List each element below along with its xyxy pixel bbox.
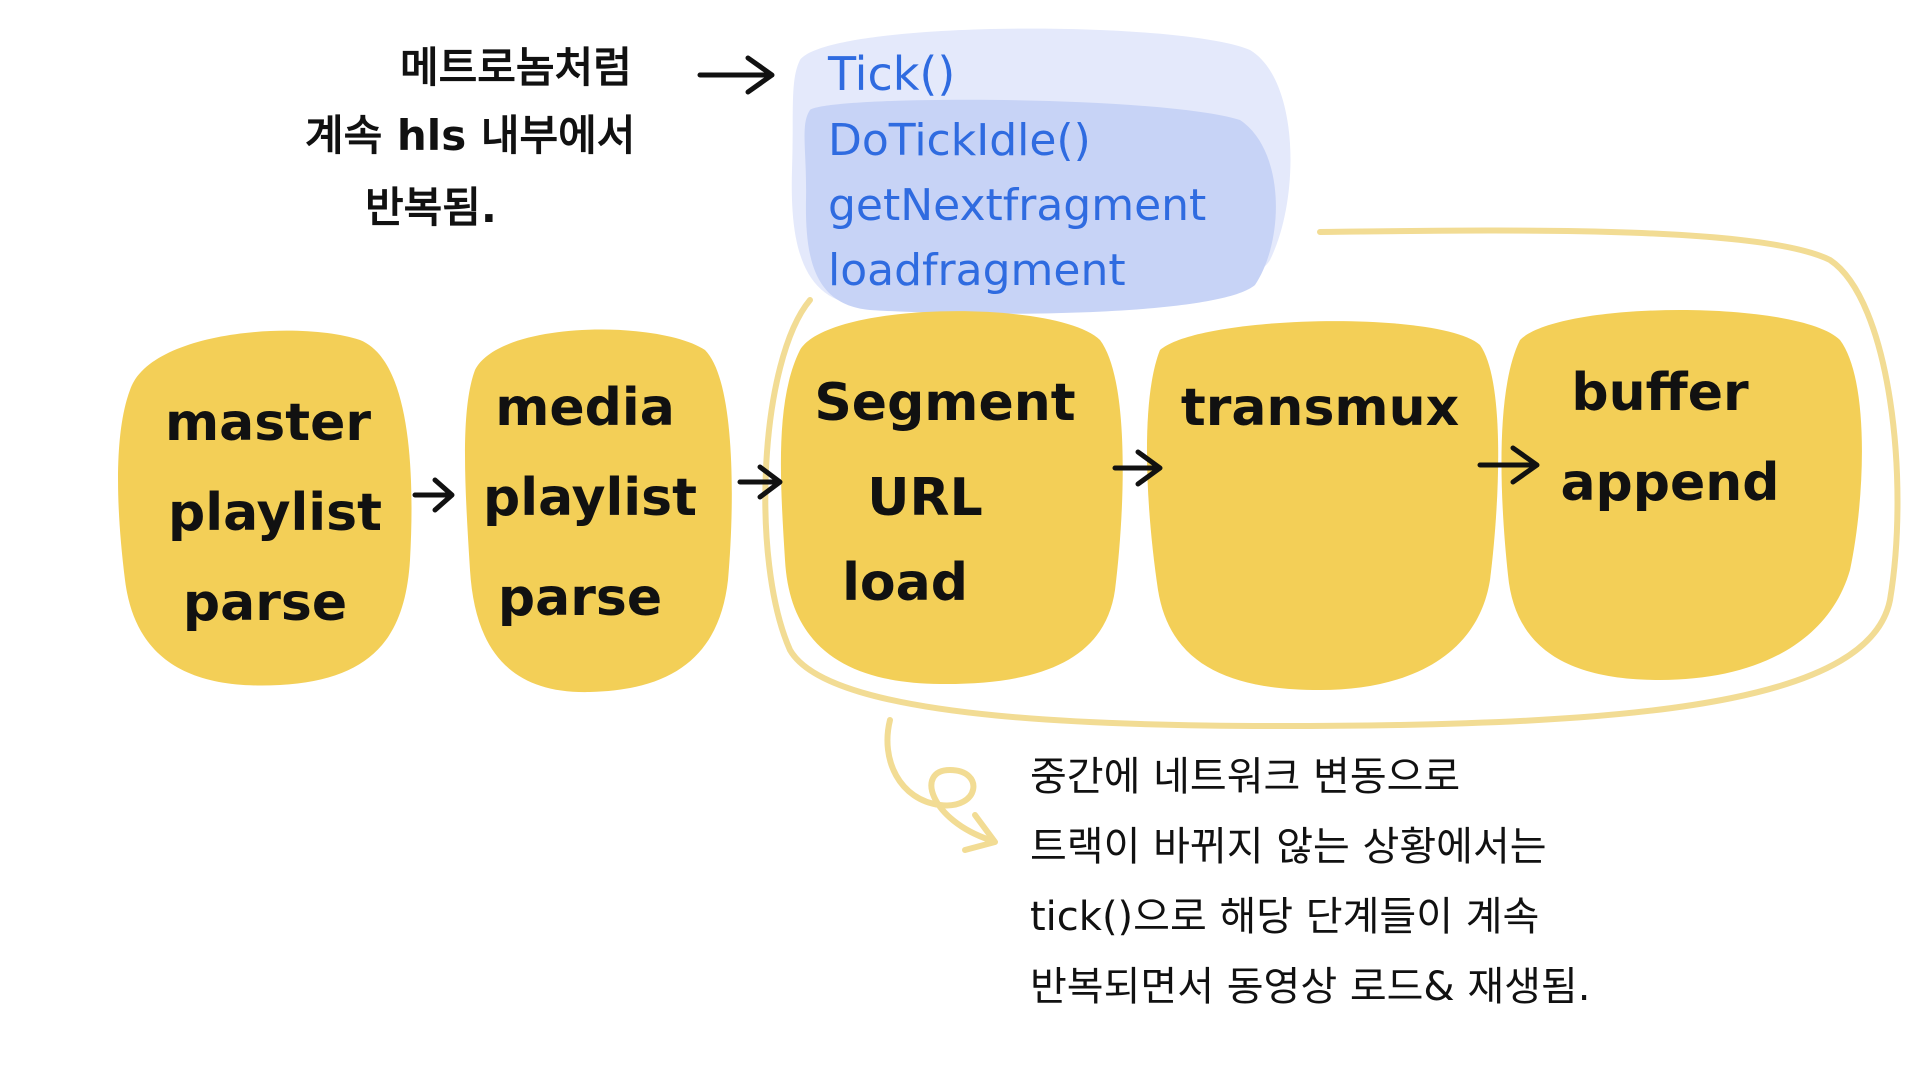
node-buffer-line-2: append [1560,453,1779,513]
arrow-master-to-media [412,477,455,513]
loop-tail-arrowhead [962,812,998,853]
code-box-text: Tick() DoTickIdle() getNextfragment load… [827,47,1206,296]
node-transmux-blob [1146,321,1499,690]
bottom-note-line-1: 중간에 네트워크 변동으로 [1030,754,1460,800]
node-media-line-2: playlist [483,468,697,528]
node-segment: Segment URL load [780,311,1123,685]
bottom-note-line-3: tick()으로 해당 단계들이 계속 [1030,894,1539,940]
code-line-tick: Tick() [827,47,955,101]
arrow-note-to-code [697,55,775,95]
arrow-media-to-segment [737,464,783,500]
bottom-note-line-2: 트랙이 바뀌지 않는 상황에서는 [1030,824,1547,870]
node-segment-line-1: Segment [814,373,1075,433]
node-segment-line-2: URL [867,468,982,528]
top-note-line-3: 반복됨. [365,183,497,232]
bottom-note-line-4: 반복되면서 동영상 로드& 재생됨. [1030,964,1590,1010]
node-buffer-line-1: buffer [1571,363,1749,423]
arrow-segment-to-transmux [1112,449,1163,487]
bottom-note: 중간에 네트워크 변동으로 트랙이 바뀌지 않는 상황에서는 tick()으로 … [1030,754,1590,1010]
node-buffer-blob [1501,310,1862,680]
loop-tail [884,717,993,843]
node-media: media playlist parse [465,329,732,693]
code-line-loadfragment: loadfragment [828,245,1126,296]
node-transmux: transmux [1146,321,1499,690]
node-master-line-2: playlist [168,483,382,543]
node-master-line-3: parse [183,573,347,633]
node-segment-blob [780,311,1123,685]
loop-outline [762,227,1901,730]
code-box-inner [804,99,1276,314]
node-media-blob [465,329,732,693]
top-note-line-2: 계속 hls 내부에서 [305,111,635,160]
arrow-transmux-to-buffer [1477,445,1540,485]
node-master-line-1: master [165,393,371,453]
node-master-blob [118,330,412,686]
node-master: master playlist parse [118,330,412,686]
top-note: 메트로놈처럼 계속 hls 내부에서 반복됨. [305,43,635,232]
node-transmux-line-1: transmux [1181,378,1459,438]
node-buffer: buffer append [1501,310,1862,680]
code-box [791,28,1291,314]
node-segment-line-3: load [842,553,968,613]
code-line-dotickidle: DoTickIdle() [828,115,1091,166]
node-media-line-3: parse [498,568,662,628]
node-media-line-1: media [495,378,675,438]
top-note-line-1: 메트로놈처럼 [400,43,632,92]
code-line-getnextfragment: getNextfragment [828,180,1206,231]
